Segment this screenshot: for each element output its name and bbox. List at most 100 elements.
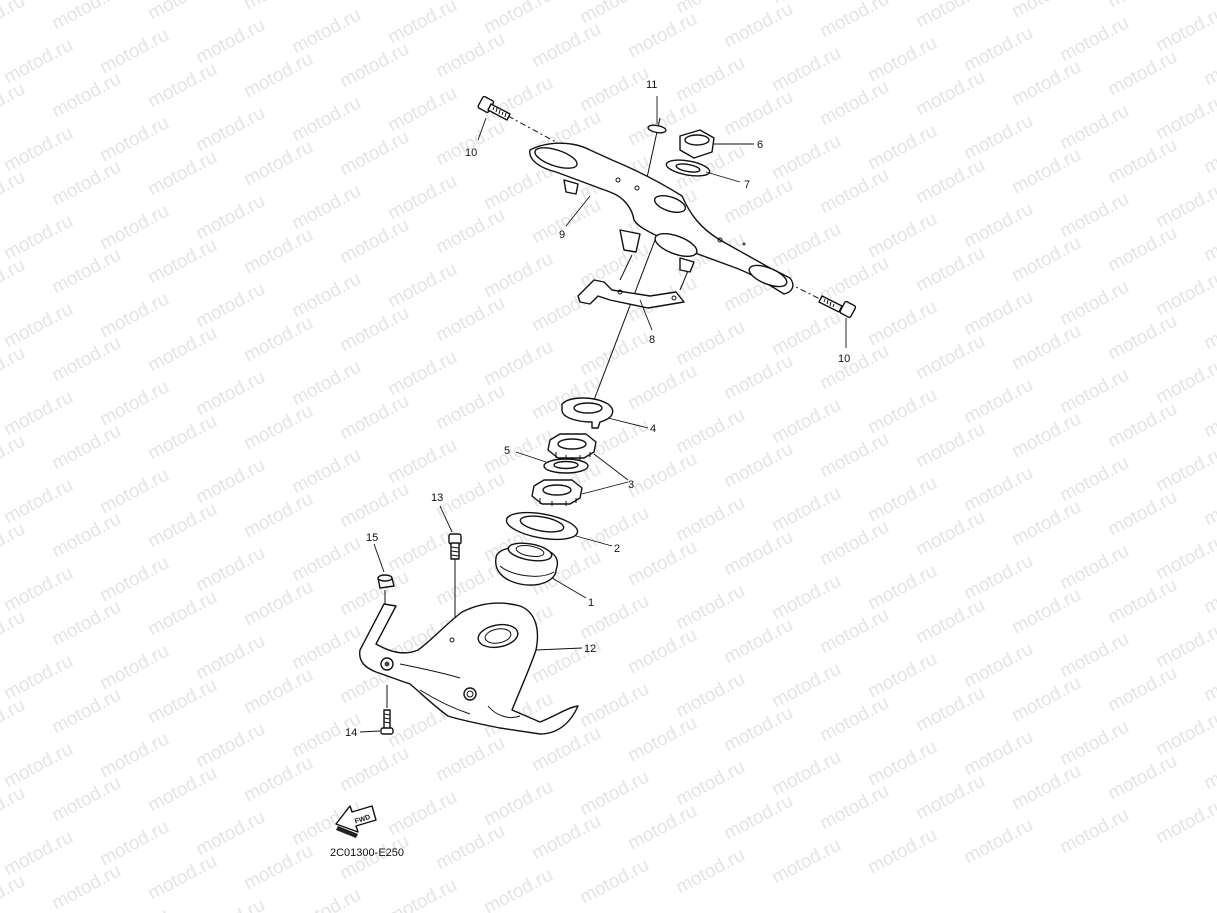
watermark-text: motod.ru bbox=[720, 615, 796, 669]
watermark-text: motod.ru bbox=[672, 581, 748, 635]
watermark-text: motod.ru bbox=[144, 59, 220, 113]
watermark-text: motod.ru bbox=[576, 679, 652, 733]
watermark-text: motod.ru bbox=[432, 381, 508, 435]
watermark-text: motod.ru bbox=[0, 563, 76, 617]
watermark-text: motod.ru bbox=[432, 733, 508, 787]
watermark-text: motod.ru bbox=[336, 215, 412, 269]
watermark-text: motod.ru bbox=[960, 551, 1036, 605]
watermark-text: motod.ru bbox=[768, 571, 844, 625]
watermark-text: motod.ru bbox=[432, 293, 508, 347]
watermark-text: motod.ru bbox=[768, 131, 844, 185]
watermark-text: motod.ru bbox=[0, 783, 29, 837]
watermark-text: motod.ru bbox=[0, 871, 29, 913]
watermark-text: motod.ru bbox=[576, 767, 652, 821]
watermark-text: motod.ru bbox=[1056, 365, 1132, 419]
watermark-text: motod.ru bbox=[1200, 653, 1217, 707]
watermark-text: motod.ru bbox=[384, 259, 460, 313]
watermark-text: motod.ru bbox=[96, 25, 172, 79]
watermark-text: motod.ru bbox=[1152, 355, 1217, 409]
watermark-text: motod.ru bbox=[1104, 751, 1180, 805]
watermark-text: motod.ru bbox=[912, 67, 988, 121]
watermark-text: motod.ru bbox=[480, 865, 556, 913]
watermark-text: motod.ru bbox=[192, 15, 268, 69]
watermark-text: motod.ru bbox=[912, 595, 988, 649]
callout-6: 6 bbox=[757, 139, 763, 151]
watermark-text: motod.ru bbox=[240, 665, 316, 719]
watermark-text: motod.ru bbox=[672, 493, 748, 547]
watermark-text: motod.ru bbox=[1008, 497, 1084, 551]
watermark-text: motod.ru bbox=[864, 473, 940, 527]
callout-13: 13 bbox=[431, 492, 443, 504]
watermark-text: motod.ru bbox=[96, 729, 172, 783]
watermark-text: motod.ru bbox=[1056, 805, 1132, 859]
watermark-text: motod.ru bbox=[1152, 91, 1217, 145]
watermark-text: motod.ru bbox=[1008, 233, 1084, 287]
watermark-text: motod.ru bbox=[0, 0, 29, 44]
watermark-text: motod.ru bbox=[912, 419, 988, 473]
watermark-text: motod.ru bbox=[1056, 717, 1132, 771]
watermark-text: motod.ru bbox=[1008, 409, 1084, 463]
watermark-text: motod.ru bbox=[1152, 619, 1217, 673]
watermark-text: motod.ru bbox=[1200, 0, 1217, 2]
lock-washer bbox=[561, 397, 614, 429]
watermark-text: motod.ru bbox=[96, 553, 172, 607]
watermark-text: motod.ru bbox=[768, 395, 844, 449]
watermark-text: motod.ru bbox=[960, 639, 1036, 693]
watermark-text: motod.ru bbox=[816, 693, 892, 747]
under-bracket bbox=[359, 602, 579, 735]
watermark-text: motod.ru bbox=[144, 235, 220, 289]
watermark-text: motod.ru bbox=[48, 333, 124, 387]
watermark-text: motod.ru bbox=[720, 0, 796, 52]
watermark-text: motod.ru bbox=[960, 463, 1036, 517]
watermark-text: motod.ru bbox=[240, 137, 316, 191]
callout-12: 12 bbox=[584, 643, 596, 655]
watermark-text: motod.ru bbox=[864, 121, 940, 175]
watermark-text: motod.ru bbox=[768, 483, 844, 537]
watermark-text: motod.ru bbox=[1056, 541, 1132, 595]
watermark-text: motod.ru bbox=[1104, 575, 1180, 629]
watermark-text: motod.ru bbox=[144, 587, 220, 641]
watermark-text: motod.ru bbox=[1008, 321, 1084, 375]
watermark-text: motod.ru bbox=[0, 211, 76, 265]
watermark-text: motod.ru bbox=[1008, 585, 1084, 639]
watermark-text: motod.ru bbox=[624, 537, 700, 591]
watermark-text: motod.ru bbox=[1152, 3, 1217, 57]
watermark-text: motod.ru bbox=[960, 23, 1036, 77]
steering-nut bbox=[679, 129, 715, 159]
watermark-text: motod.ru bbox=[0, 343, 29, 397]
watermark-text: motod.ru bbox=[1104, 487, 1180, 541]
watermark-text: motod.ru bbox=[528, 195, 604, 249]
watermark-text: motod.ru bbox=[336, 743, 412, 797]
watermark-text: motod.ru bbox=[960, 287, 1036, 341]
watermark-text: motod.ru bbox=[960, 815, 1036, 869]
watermark-text: motod.ru bbox=[912, 155, 988, 209]
watermark-text: motod.ru bbox=[288, 93, 364, 147]
watermark-text: motod.ru bbox=[240, 401, 316, 455]
watermark-text: motod.ru bbox=[672, 53, 748, 107]
watermark-text: motod.ru bbox=[144, 499, 220, 553]
hose-holder bbox=[577, 279, 685, 309]
watermark-text: motod.ru bbox=[720, 351, 796, 405]
watermark-text: motod.ru bbox=[192, 367, 268, 421]
watermark-text: motod.ru bbox=[576, 239, 652, 293]
o-ring bbox=[647, 124, 667, 134]
watermark-text: motod.ru bbox=[336, 479, 412, 533]
watermark-text: motod.ru bbox=[1200, 477, 1217, 531]
watermark-text: motod.ru bbox=[288, 5, 364, 59]
callout-4: 4 bbox=[650, 423, 656, 435]
watermark-text: motod.ru bbox=[96, 465, 172, 519]
watermark-text: motod.ru bbox=[0, 255, 29, 309]
watermark-text: motod.ru bbox=[48, 685, 124, 739]
bolt-upper-left bbox=[477, 95, 511, 121]
callout-14: 14 bbox=[345, 727, 357, 739]
watermark-text: motod.ru bbox=[960, 199, 1036, 253]
watermark-text: motod.ru bbox=[720, 703, 796, 757]
watermark-text: motod.ru bbox=[1104, 663, 1180, 717]
watermark-text: motod.ru bbox=[384, 347, 460, 401]
upper-bracket bbox=[529, 142, 794, 295]
watermark-text: motod.ru bbox=[240, 841, 316, 895]
fwd-label: FWD bbox=[354, 814, 371, 826]
watermark-text: motod.ru bbox=[1056, 277, 1132, 331]
watermark-text: motod.ru bbox=[624, 361, 700, 415]
